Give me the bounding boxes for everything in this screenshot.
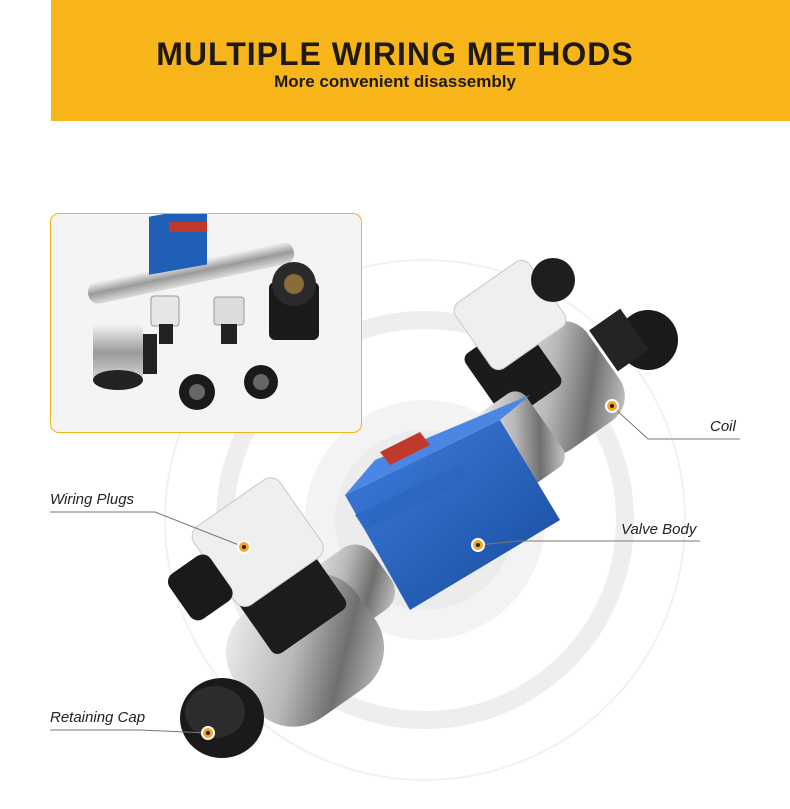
callout-coil: Coil: [710, 418, 736, 435]
page-title: MULTIPLE WIRING METHODS: [156, 36, 634, 72]
callout-retaining-cap: Retaining Cap: [50, 709, 146, 726]
page-subtitle: More convenient disassembly: [274, 72, 516, 91]
disassembled-parts-image: [87, 214, 319, 410]
callout-dots: [201, 399, 619, 740]
valve-body: [345, 391, 565, 610]
parts-inset-photo: [50, 213, 362, 433]
lower-coil-assembly: [167, 477, 396, 727]
callout-lines: [50, 405, 740, 734]
callout-valve-body: Valve Body: [621, 521, 697, 538]
retaining-cap: [180, 678, 264, 758]
header-banner: [51, 0, 790, 121]
callout-wiring-plugs: Wiring Plugs: [50, 491, 135, 508]
